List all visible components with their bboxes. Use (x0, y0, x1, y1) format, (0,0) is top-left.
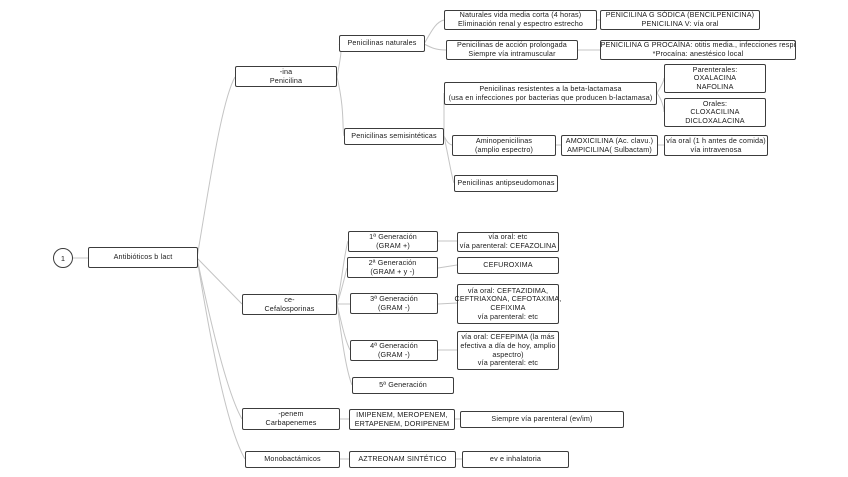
cefalosporinas-node: ce- Cefalosporinas (242, 294, 337, 315)
aminopenicilinas-drugs-node: AMOXICILINA (Ac. clavu.) AMPICILINA( Sul… (561, 135, 658, 156)
gen3-drugs-node: vía oral: CEFTAZIDIMA, CEFTRIAXONA, CEFO… (455, 284, 561, 324)
gen4-drugs-node: vía oral: CEFEPIMA (la más efectiva a dí… (457, 331, 559, 370)
orales-node: Orales: CLOXACILINA DICLOXALACINA (664, 98, 766, 127)
naturales-prolongada-node: Penicilinas de acción prolongada Siempre… (446, 40, 578, 60)
carbapenemes-drugs-node: IMIPENEM, MEROPENEM, ERTAPENEM, DORIPENE… (349, 409, 455, 430)
gen3-node: 3ª Generación (GRAM -) (350, 293, 438, 314)
penicilinas-naturales-node: Penicilinas naturales (339, 35, 425, 52)
monobactamicos-route-node: ev e inhalatoria (462, 451, 569, 468)
naturales-corta-drugs-node: PENICILINA G SÓDICA (BENCILPENICINA) PEN… (600, 10, 760, 30)
naturales-corta-node: Naturales vida media corta (4 horas) Eli… (444, 10, 597, 30)
penicilina-node: -ina Penicilina (235, 66, 337, 87)
penicilinas-semisinteticas-node: Penicilinas semisintéticas (344, 128, 444, 145)
gen5-node: 5ª Generación (352, 377, 454, 394)
gen1-drugs-node: vía oral: etc vía parenteral: CEFAZOLINA (457, 232, 559, 252)
monobactamicos-drugs-node: AZTREONAM SINTÉTICO (349, 451, 456, 468)
aminopenicilinas-route-node: vía oral (1 h antes de comida) vía intra… (664, 135, 768, 156)
carbapenemes-node: -penem Carbapenemes (242, 408, 340, 430)
resistentes-betalactamasa-node: Penicilinas resistentes a la beta-lactam… (444, 82, 657, 105)
naturales-prolongada-drugs-node: PENICILINA G PROCAÍNA: otitis media., in… (600, 40, 796, 60)
monobactamicos-node: Monobactámicos (245, 451, 340, 468)
gen1-node: 1ª Generación (GRAM +) (348, 231, 438, 252)
gen2-node: 2ª Generación (GRAM + y -) (347, 257, 438, 278)
antipseudomonas-node: Penicilinas antipseudomonas (454, 175, 558, 192)
root-label: Antibióticos b lact (113, 252, 173, 262)
root-number-circle: 1 (53, 248, 73, 268)
aminopenicilinas-node: Aminopenicilinas (amplio espectro) (452, 135, 556, 156)
carbapenemes-route-node: Siempre vía parenteral (ev/im) (460, 411, 624, 428)
root-antibioticos: Antibióticos b lact (88, 247, 198, 268)
gen4-node: 4ª Generación (GRAM -) (350, 340, 438, 361)
parenterales-node: Parenterales: OXALACINA NAFOLINA (664, 64, 766, 93)
gen2-drugs-node: CEFUROXIMA (457, 257, 559, 274)
